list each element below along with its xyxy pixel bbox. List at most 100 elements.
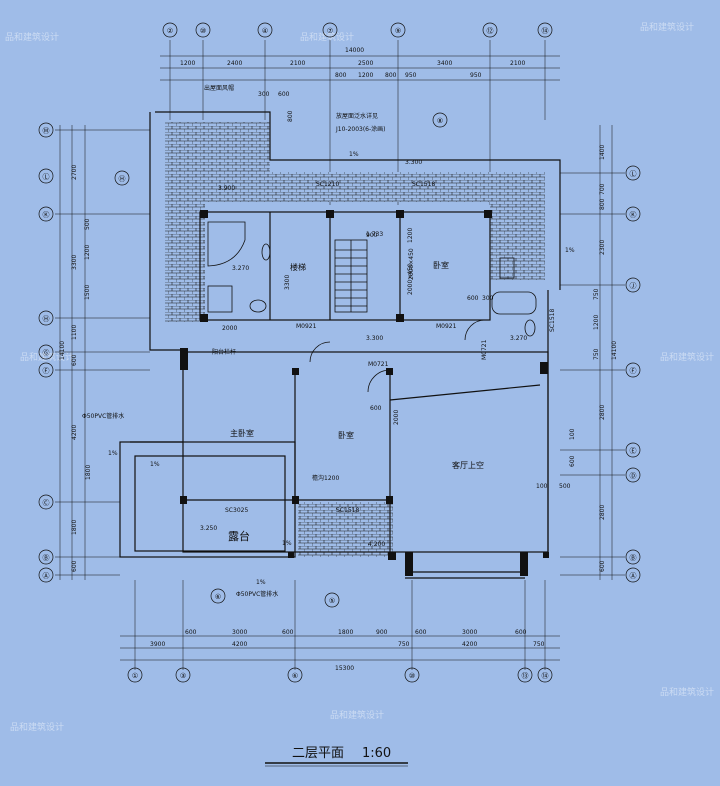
axis-bubble-label: Ⓒ xyxy=(43,499,50,507)
axis-bubble xyxy=(625,362,641,378)
axis-bubble-label: Ⓑ xyxy=(630,554,637,562)
drawing-title: 二层平面 1:60 xyxy=(265,746,408,767)
axis-bubble-label: Ⓛ xyxy=(43,173,50,181)
dim-left: 3300 xyxy=(71,255,78,270)
dim-top2: 800 xyxy=(335,72,347,79)
axis-bubble-label: ⑭ xyxy=(542,27,549,35)
axis-bubble-label: ⑩ xyxy=(200,27,206,35)
axis-bubble-label: Ⓗ xyxy=(119,175,126,183)
dim-misc: 3300 xyxy=(284,275,291,290)
dim-left: 1100 xyxy=(71,325,78,340)
bathtub-icon xyxy=(207,221,246,267)
room-bedroom2-label: 卧室 xyxy=(338,430,354,440)
dim-right: 700 xyxy=(599,183,606,195)
dim-left-total: 14100 xyxy=(59,341,66,360)
dim-right-outer: 2800 xyxy=(599,505,606,520)
dim-top: 2100 xyxy=(290,60,305,67)
elevation: 1.733 xyxy=(366,231,383,238)
roof-tiles-right xyxy=(490,200,545,280)
axis-bubble-label: Ⓚ xyxy=(43,211,50,219)
dim-left: 600 xyxy=(71,560,78,572)
roof-tiles-top xyxy=(205,122,270,177)
watermark-text: 品和建筑设计 xyxy=(660,686,714,698)
dim-bottom2: 750 xyxy=(533,641,545,648)
roof-areas xyxy=(165,122,545,557)
window-code: SC1518 xyxy=(549,309,556,332)
axis-bubble-label: Ⓐ xyxy=(630,572,637,580)
dim-misc: 600 xyxy=(370,405,382,412)
dim-bottom: 600 xyxy=(185,629,197,636)
dim-misc: 800 xyxy=(287,110,294,122)
roof-tiles-left xyxy=(165,122,205,322)
toilet-icon xyxy=(524,319,536,337)
axis-bubble xyxy=(625,206,641,222)
door-swing xyxy=(367,369,391,393)
dim-right: 2300 xyxy=(599,240,606,255)
axis-bubble-label: ⑭ xyxy=(542,672,549,680)
axis-bubble-label: Ⓓ xyxy=(630,472,637,480)
dim-bottom-total: 15300 xyxy=(335,665,354,672)
dim-left-inner: 500 xyxy=(84,218,91,230)
axis-bubble xyxy=(38,168,54,184)
dim-left-inner: 1500 xyxy=(84,285,91,300)
axis-bubble xyxy=(625,467,641,483)
axis-bubble-label: Ⓑ xyxy=(43,554,50,562)
watermark-text: 品和建筑设计 xyxy=(10,721,64,733)
door-code: M0721 xyxy=(368,361,389,368)
dim-right: 750 xyxy=(593,288,600,300)
axis-bubble-label: Ⓙ xyxy=(630,282,637,290)
annotations: 出屋面风帽 放屋面泛水详见 J10-2003(6-涂画) 1% 1% 1% 1%… xyxy=(82,84,575,598)
dim-top-total: 14000 xyxy=(345,47,364,54)
dim-top: 3400 xyxy=(437,60,452,67)
sink-icon xyxy=(499,257,515,279)
dim-misc: 600 xyxy=(278,91,290,98)
elevation: 3.270 xyxy=(510,335,527,342)
dim-misc: 2000 xyxy=(222,325,237,332)
pipe-note: Φ50PVC管排水 xyxy=(82,412,124,420)
axis-bubble-label: Ⓛ xyxy=(630,170,637,178)
roof-drain-note: 放屋面泛水详见 xyxy=(336,112,378,120)
bathtub-icon xyxy=(491,291,537,315)
dim-misc: 2000 xyxy=(393,410,400,425)
watermark-text: 品和建筑设计 xyxy=(330,709,384,721)
room-terrace-label: 露台 xyxy=(228,529,250,543)
glass-rail-note: 2000×450 xyxy=(408,248,415,280)
dim-top2: 950 xyxy=(470,72,482,79)
dim-misc: 300 xyxy=(482,295,494,302)
window-code: SC1518 xyxy=(336,507,359,514)
dim-top: 2500 xyxy=(358,60,373,67)
axis-bubble-label: ② xyxy=(167,27,173,35)
axis-bubble xyxy=(38,549,54,565)
elevation: 3.270 xyxy=(232,265,249,272)
axis-bubble-label: Ⓗ xyxy=(43,315,50,323)
dim-misc: 500 xyxy=(559,483,571,490)
dim-bottom: 3000 xyxy=(462,629,477,636)
dim-right: 1400 xyxy=(599,145,606,160)
axis-bubble-label: ⑨ xyxy=(395,27,401,35)
dim-top2: 800 xyxy=(385,72,397,79)
axis-bubble-label: ③ xyxy=(180,672,186,680)
dim-left: 1800 xyxy=(71,520,78,535)
room-stair-label: 楼梯 xyxy=(290,262,306,272)
columns xyxy=(180,210,549,576)
sink-icon xyxy=(261,243,271,261)
axis-bubble xyxy=(175,667,191,683)
axis-bubble xyxy=(517,667,533,683)
dim-bottom: 3000 xyxy=(232,629,247,636)
dim-top2: 1200 xyxy=(358,72,373,79)
dim-misc: 1200 xyxy=(407,228,414,243)
dim-bottom2: 3900 xyxy=(150,641,165,648)
window-code: SC3025 xyxy=(225,507,248,514)
dimension-texts: 14000 1200 2400 2100 2500 3400 2100 800 … xyxy=(59,47,618,672)
dim-misc: 1800 xyxy=(85,465,92,480)
axis-bubble xyxy=(625,165,641,181)
axis-bubble-label: ① xyxy=(132,672,138,680)
staircase xyxy=(334,239,368,313)
elevation: 3.250 xyxy=(200,525,217,532)
dim-bottom: 600 xyxy=(515,629,527,636)
room-bedroom-label: 卧室 xyxy=(433,260,449,270)
axis-bubble-label: ⑩ xyxy=(409,672,415,680)
